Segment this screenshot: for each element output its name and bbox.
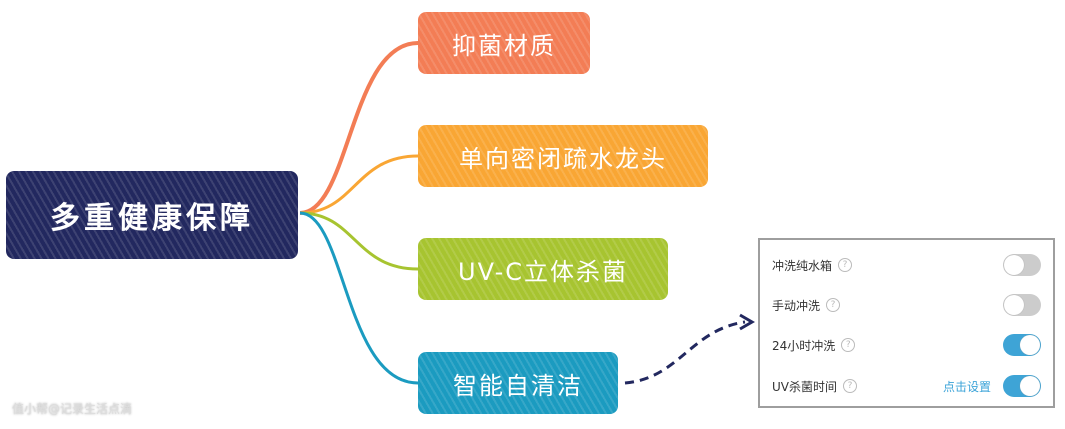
toggle-switch[interactable] [1003,254,1041,276]
link-2 [299,154,419,215]
help-icon[interactable]: ? [826,298,841,312]
toggle-switch[interactable] [1003,334,1041,356]
toggle-switch[interactable] [1003,294,1041,316]
node-self-cleaning[interactable]: 智能自清洁 [418,352,618,414]
settings-panel: 冲洗纯水箱? 手动冲洗? 24小时冲洗? UV杀菌时间? 点击设置 [758,238,1055,408]
help-icon[interactable]: ? [838,258,853,272]
root-node[interactable]: 多重健康保障 [6,171,298,259]
node-antibacterial-material[interactable]: 抑菌材质 [418,12,590,74]
help-icon[interactable]: ? [843,379,857,393]
watermark: 值小帮@记录生活点滴 [12,402,133,416]
setting-row: 24小时冲洗? [772,330,1041,360]
setting-row: 冲洗纯水箱? [772,250,1041,280]
link-1 [299,41,419,215]
help-icon[interactable]: ? [841,338,856,352]
dashed-arrow [624,320,746,385]
node-uvc-sterilization[interactable]: UV-C立体杀菌 [418,238,668,300]
setting-row: UV杀菌时间? 点击设置 [772,371,1041,401]
arrow-head [739,313,755,331]
set-time-link[interactable]: 点击设置 [942,379,991,394]
setting-row: 手动冲洗? [772,290,1041,320]
link-3 [299,211,419,271]
link-4 [299,211,419,385]
toggle-switch[interactable] [1003,375,1041,397]
node-sealed-faucet[interactable]: 单向密闭疏水龙头 [418,125,708,187]
